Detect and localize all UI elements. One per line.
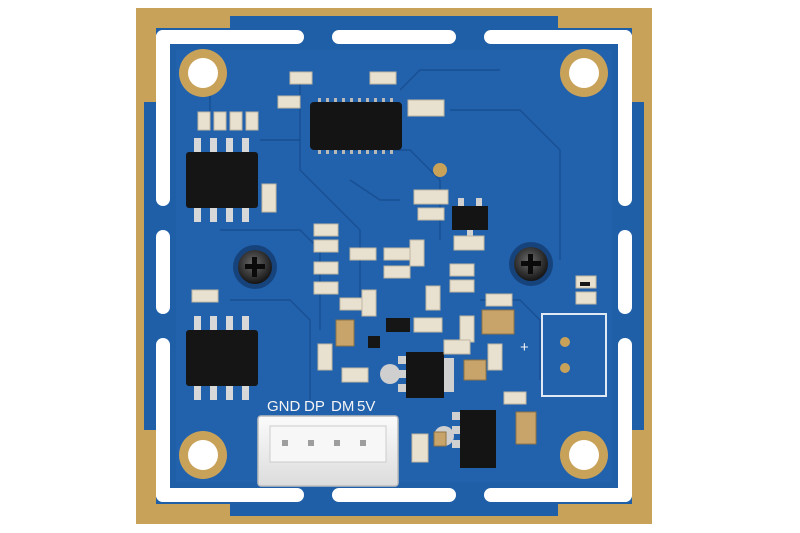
soic8-chip-upper — [186, 138, 258, 222]
voltage-regulator-upper — [380, 352, 454, 398]
pin-label-dp: DP — [304, 398, 325, 415]
qfn-chip — [310, 98, 402, 154]
usb-4pin-connector — [257, 415, 399, 487]
silkscreen-polarity-box: + — [520, 313, 607, 397]
smd-passives — [191, 71, 597, 463]
usb-pin-labels: GND DP DM 5V — [267, 398, 375, 415]
test-pad — [433, 163, 447, 177]
voltage-regulator-lower — [434, 410, 496, 468]
pin-label-gnd: GND — [267, 398, 301, 415]
mounting-hole-bottom-left — [179, 431, 227, 479]
phillips-screw-icon — [233, 245, 277, 289]
plus-sign-label: + — [520, 339, 529, 356]
pin-label-dm: DM — [331, 398, 354, 415]
phillips-screw-icon — [509, 242, 553, 286]
sot23-transistor — [452, 198, 488, 238]
mounting-hole-top-left — [179, 49, 227, 97]
mounting-hole-bottom-right — [560, 431, 608, 479]
pin-label-5v: 5V — [357, 398, 375, 415]
mounting-hole-top-right — [560, 49, 608, 97]
soic8-chip-lower — [186, 316, 258, 400]
